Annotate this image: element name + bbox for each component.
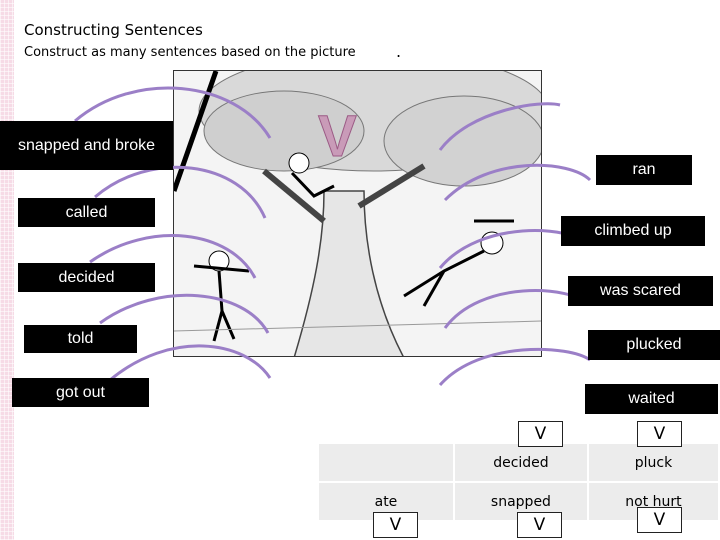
arc-snapped-and-broke	[74, 86, 272, 139]
arc-decided	[89, 234, 257, 279]
label-was-scared[interactable]: was scared	[568, 276, 713, 306]
label-waited[interactable]: waited	[585, 384, 718, 414]
table-row: decided pluck	[317, 442, 720, 483]
verb-mark: V	[318, 104, 358, 169]
arc-waited	[438, 347, 591, 386]
label-called[interactable]: called	[18, 198, 155, 227]
label-climbed-up[interactable]: climbed up	[561, 216, 705, 246]
page-subtitle: Construct as many sentences based on the…	[24, 45, 356, 60]
sentence-table: decided pluck ate snapped not hurt	[317, 442, 720, 522]
verb-box: V	[637, 507, 682, 533]
table-row: ate snapped not hurt	[317, 481, 720, 522]
verb-box: V	[518, 421, 563, 447]
label-ran[interactable]: ran	[596, 155, 692, 185]
arc-called	[94, 165, 267, 219]
arc-got-out	[109, 344, 272, 382]
label-snapped-and-broke[interactable]: snapped and broke	[0, 121, 173, 170]
label-plucked[interactable]: plucked	[588, 330, 720, 360]
table-cell: decided	[452, 442, 589, 483]
table-cell	[317, 442, 455, 483]
arc-ran	[438, 102, 561, 151]
label-told[interactable]: told	[24, 325, 137, 353]
table-cell: pluck	[586, 442, 720, 483]
label-got-out[interactable]: got out	[12, 378, 149, 407]
subtitle-period: .	[396, 42, 402, 61]
verb-box: V	[517, 512, 562, 538]
label-decided[interactable]: decided	[18, 263, 155, 292]
verb-box: V	[637, 421, 682, 447]
arc-told	[99, 293, 270, 334]
arc-climbed-up	[443, 163, 592, 202]
page-title: Constructing Sentences	[24, 21, 203, 39]
verb-box: V	[373, 512, 418, 538]
